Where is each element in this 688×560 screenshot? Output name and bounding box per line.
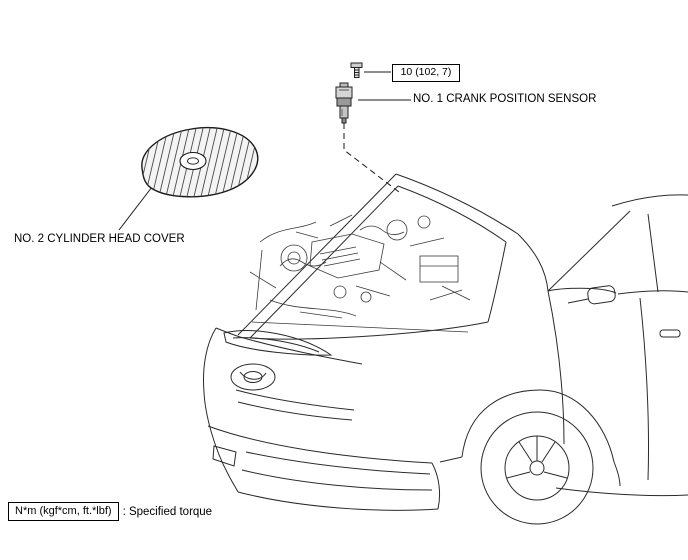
bolt-icon	[350, 62, 363, 78]
vehicle-illustration	[203, 173, 688, 525]
leader-lines	[118, 71, 411, 231]
headlight	[223, 330, 333, 356]
cylinder-head-cover-illustration	[141, 126, 259, 198]
torque-legend-text: : Specified torque	[122, 505, 213, 518]
side-mirror	[567, 285, 616, 305]
fog-lamp	[212, 445, 237, 467]
crank-position-sensor-illustration	[335, 82, 353, 124]
torque-unit-box: N*m (kgf*cm, ft.*lbf)	[8, 502, 119, 521]
cylinder-head-cover-label: NO. 2 CYLINDER HEAD COVER	[14, 233, 185, 245]
torque-legend: N*m (kgf*cm, ft.*lbf) : Specified torque	[8, 502, 212, 521]
door-handle	[659, 329, 681, 338]
dashed-locator-line	[343, 123, 400, 193]
brand-emblem	[230, 363, 276, 391]
crank-position-sensor-label: NO. 1 CRANK POSITION SENSOR	[413, 93, 597, 105]
engine-bay-details	[249, 214, 471, 333]
cover-emblem	[179, 151, 207, 171]
torque-spec-callout: 10 (102, 7)	[392, 64, 460, 82]
front-wheel	[461, 389, 621, 525]
